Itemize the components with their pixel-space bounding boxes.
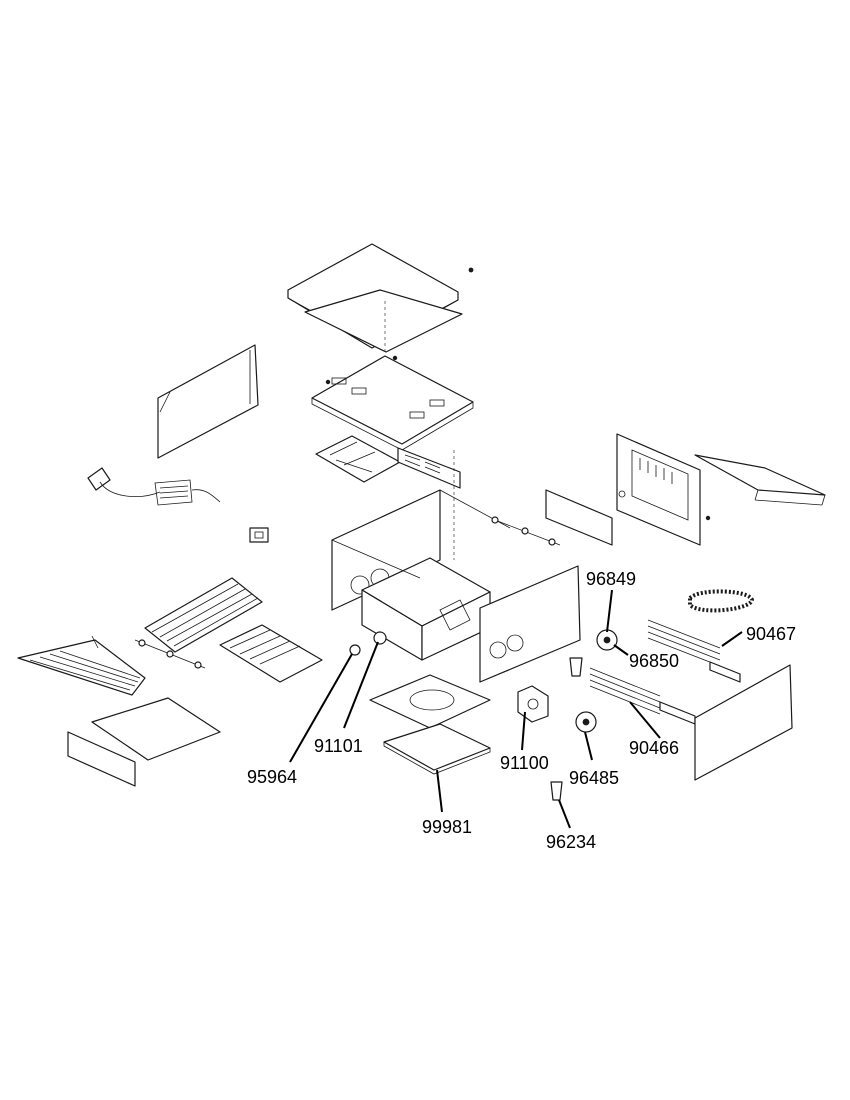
leader-lines	[289, 589, 743, 829]
fuse-holder	[349, 631, 387, 656]
sprocket-lower	[575, 711, 597, 733]
callout-91101: 91101	[314, 736, 363, 756]
conveyor-belt	[144, 577, 263, 653]
terminal-block	[249, 527, 269, 543]
lower-element	[219, 624, 323, 683]
callout-95964: 95964	[247, 767, 297, 787]
power-cord	[87, 467, 221, 506]
drive-chain	[688, 589, 755, 613]
callout-96850: 96850	[629, 651, 679, 671]
main-chassis	[331, 450, 581, 683]
foot-upper	[569, 657, 583, 677]
crumb-tray-right	[694, 454, 826, 506]
crumb-tray-left	[67, 697, 221, 787]
callout-96234: 96234	[546, 832, 596, 852]
callout-96485: 96485	[569, 768, 619, 788]
callout-91100: 91100	[500, 753, 549, 773]
top-panel	[311, 300, 474, 451]
callout-99981: 99981	[422, 817, 472, 837]
callout-90467: 90467	[746, 624, 796, 644]
wire-rack	[17, 635, 146, 696]
callout-90466: 90466	[629, 738, 679, 758]
top-lid	[287, 243, 474, 353]
bottom-tray	[383, 723, 491, 775]
callout-96849: 96849	[586, 569, 636, 589]
drive-shafts	[134, 516, 561, 669]
front-shield	[545, 489, 613, 546]
bottom-plate	[369, 674, 491, 729]
upper-element-tray	[315, 435, 461, 489]
heating-element-upper	[647, 619, 741, 683]
callout-labels: 96849 90467 96850 91101 90466 91100 9648…	[247, 569, 796, 852]
foot-96234	[550, 781, 563, 801]
sprocket-upper	[596, 629, 618, 651]
right-side-panel	[694, 664, 793, 781]
back-panel	[616, 433, 711, 546]
drive-motor	[517, 685, 549, 723]
left-side-panel	[157, 344, 259, 459]
